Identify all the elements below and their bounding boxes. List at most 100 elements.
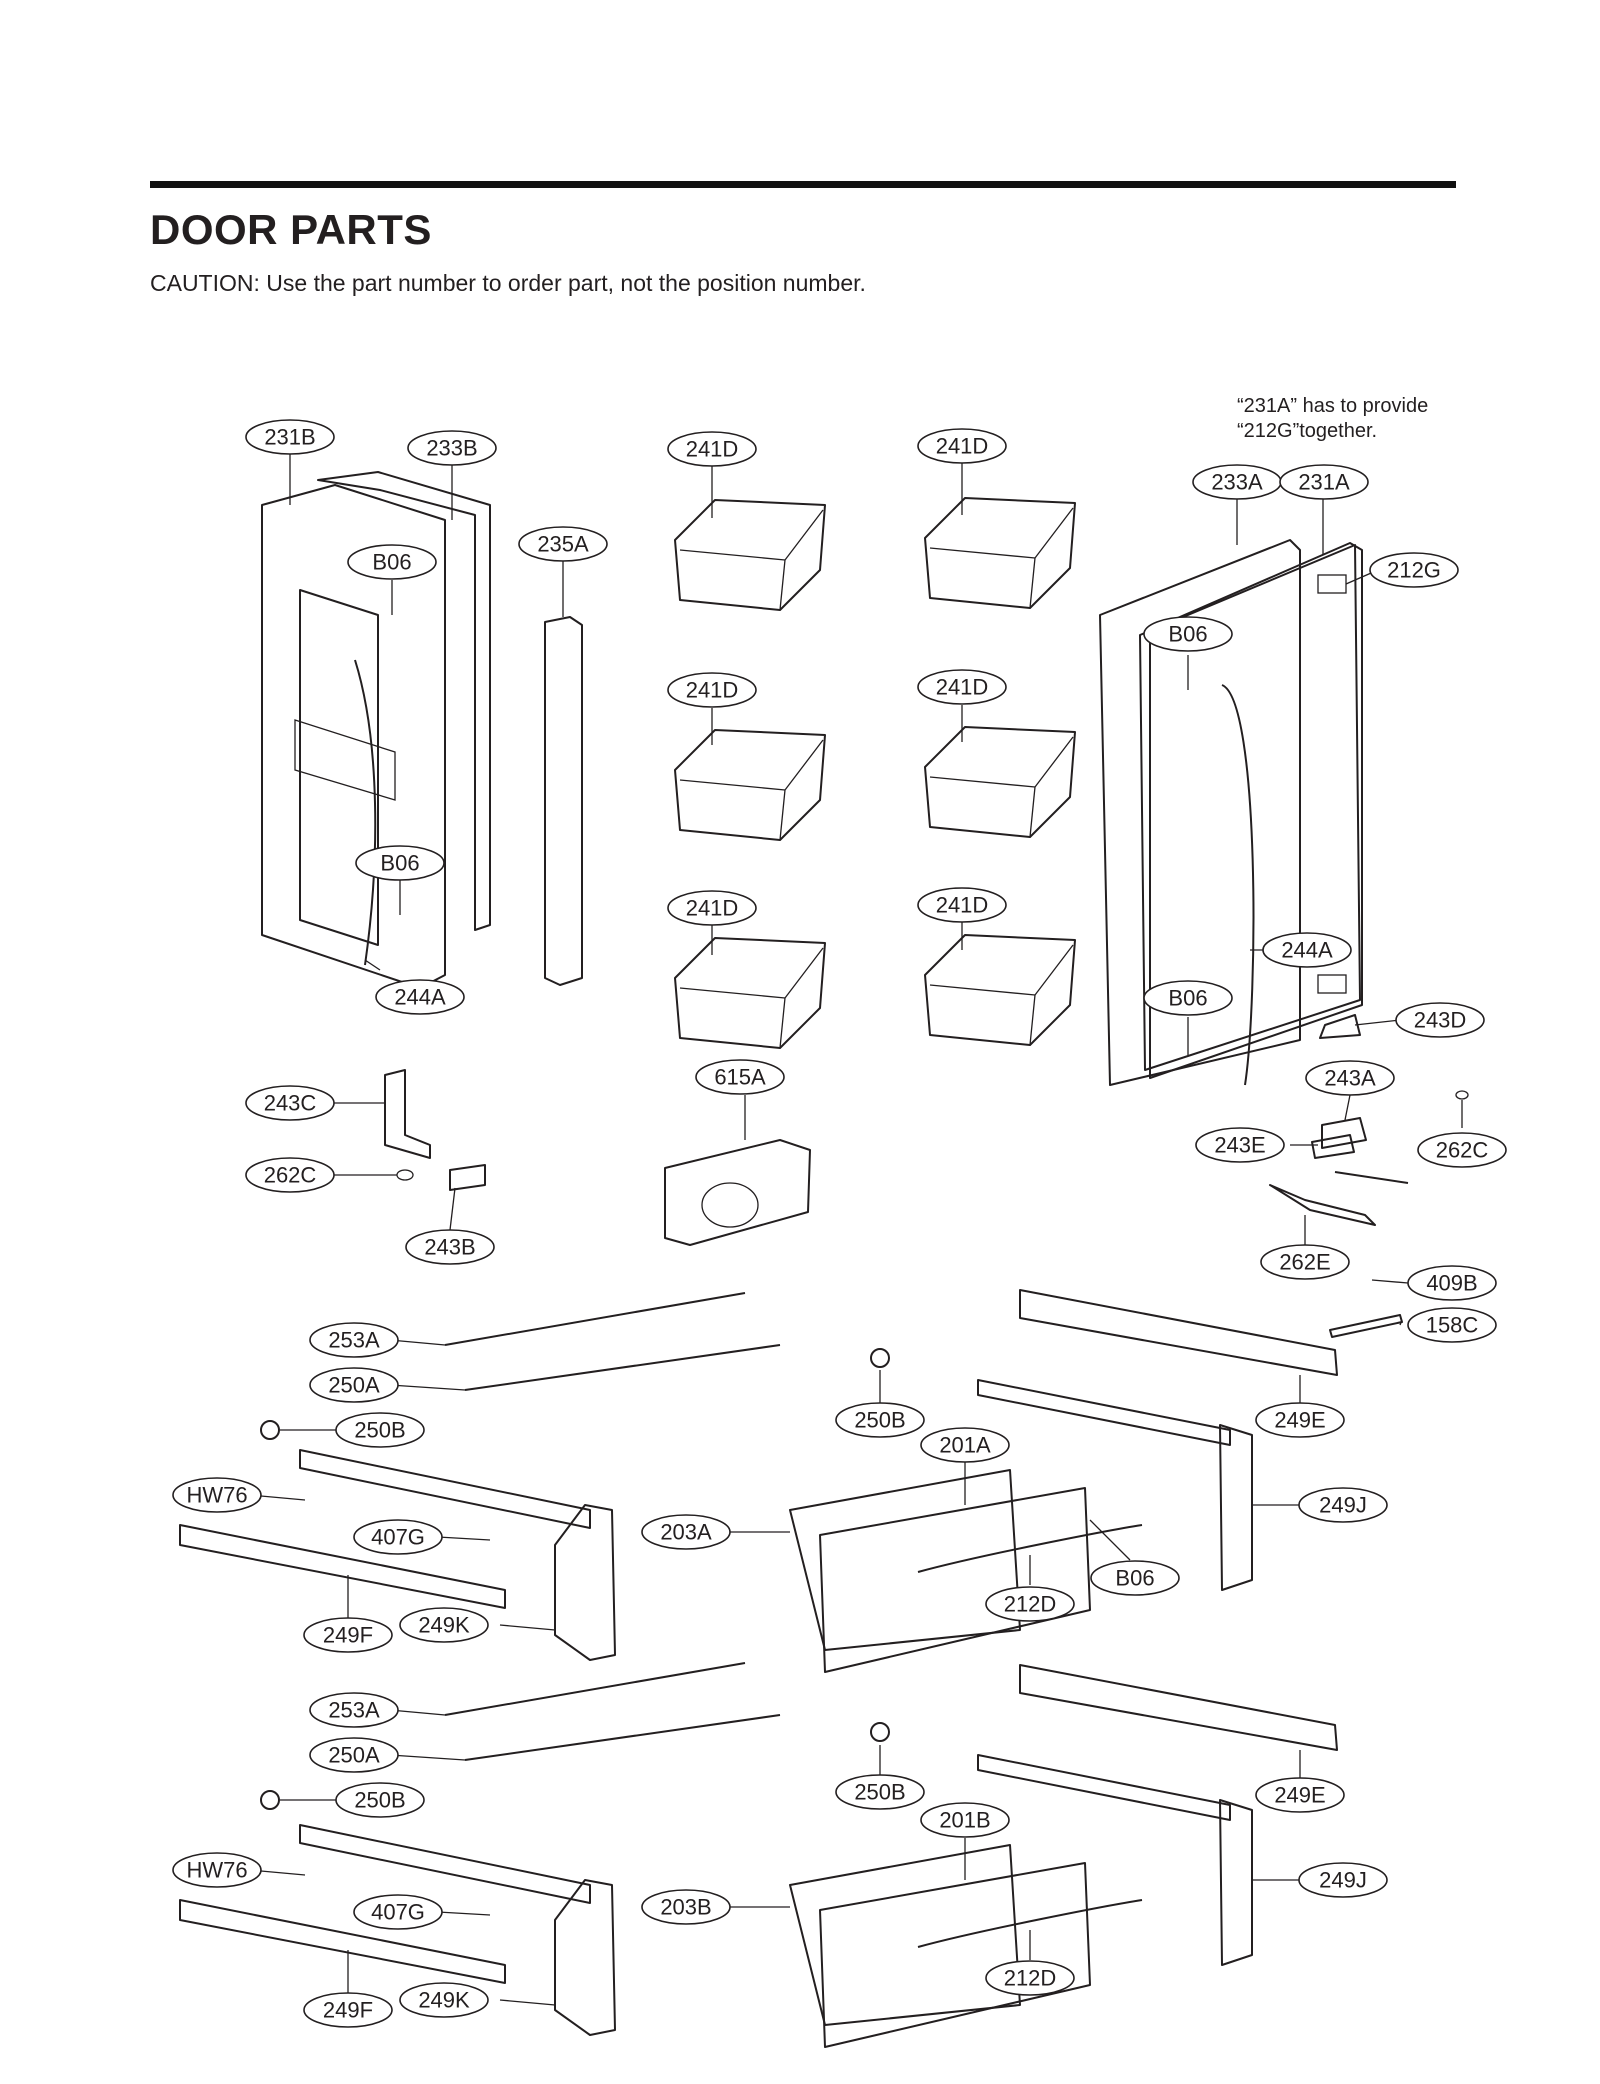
- callout-212D-upper: 212D: [985, 1586, 1075, 1622]
- callout-label: 241D: [936, 675, 989, 700]
- callout-label: 244A: [394, 985, 446, 1010]
- callout-label: 241D: [936, 434, 989, 459]
- callout-label: 235A: [537, 532, 589, 557]
- callout-262C-right: 262C: [1417, 1132, 1507, 1168]
- callout-label: B06: [1168, 622, 1207, 647]
- callout-253A-upper: 253A: [309, 1322, 399, 1358]
- callout-label: 253A: [328, 1328, 380, 1353]
- callout-235A: 235A: [518, 526, 608, 562]
- callout-243E: 243E: [1195, 1127, 1285, 1163]
- callout-label: 250A: [328, 1373, 380, 1398]
- callout-249K-lower: 249K: [399, 1982, 489, 2018]
- drawer-upper-assembly: [179, 1289, 1338, 1673]
- callout-250B-lower-center: 250B: [835, 1774, 925, 1810]
- callout-158C: 158C: [1407, 1307, 1497, 1343]
- left-fridge-door: [261, 471, 583, 989]
- callout-243D: 243D: [1395, 1002, 1485, 1038]
- callouts: 231B 233B B06 235A B06 244A 241D 241D 24…: [172, 419, 1507, 2028]
- callout-label: 250B: [354, 1788, 405, 1813]
- callout-label: 615A: [714, 1065, 766, 1090]
- callout-label: 249E: [1274, 1783, 1325, 1808]
- callout-label: 249F: [323, 1623, 373, 1648]
- callout-label: 241D: [936, 893, 989, 918]
- callout-label: 201A: [939, 1433, 991, 1458]
- callout-HW76-upper: HW76: [172, 1477, 262, 1513]
- callout-241D-6: 241D: [917, 887, 1007, 923]
- callout-label: 243A: [1324, 1066, 1376, 1091]
- callout-label: 409B: [1426, 1271, 1477, 1296]
- callout-label: 231B: [264, 425, 315, 450]
- callout-231B-upper-left: 231B: [245, 419, 335, 455]
- callout-243A: 243A: [1305, 1060, 1395, 1096]
- callout-label: 243D: [1414, 1008, 1467, 1033]
- right-fridge-door: [1099, 539, 1363, 1086]
- callout-label: 262E: [1279, 1250, 1330, 1275]
- callout-243C: 243C: [245, 1085, 335, 1121]
- callout-244A-right: 244A: [1262, 932, 1352, 968]
- note-line-2: “212G”together.: [1237, 420, 1378, 442]
- callout-241D-3: 241D: [667, 672, 757, 708]
- callout-B06-left-upper: B06: [347, 544, 437, 580]
- callout-212G: 212G: [1369, 552, 1459, 588]
- callout-250A-lower: 250A: [309, 1737, 399, 1773]
- callout-250B-lower-left: 250B: [335, 1782, 425, 1818]
- callout-231A: 231A: [1279, 464, 1369, 500]
- callout-label: 201B: [939, 1808, 990, 1833]
- callout-201A: 201A: [920, 1427, 1010, 1463]
- callout-249E-lower: 249E: [1255, 1777, 1345, 1813]
- callout-label: HW76: [186, 1858, 247, 1883]
- callout-249J-upper: 249J: [1298, 1487, 1388, 1523]
- callout-label: B06: [1115, 1566, 1154, 1591]
- callout-label: 407G: [371, 1900, 425, 1925]
- callout-label: 241D: [686, 437, 739, 462]
- callout-233B: 233B: [407, 430, 497, 466]
- callout-243B: 243B: [405, 1229, 495, 1265]
- callout-249K-upper: 249K: [399, 1607, 489, 1643]
- callout-250B-upper-center: 250B: [835, 1402, 925, 1438]
- callout-label: 212D: [1004, 1592, 1057, 1617]
- note-line-1: “231A” has to provide: [1237, 395, 1429, 417]
- callout-label: 231A: [1298, 470, 1350, 495]
- callout-label: 262C: [1436, 1138, 1489, 1163]
- callout-label: 249K: [418, 1613, 470, 1638]
- callout-label: 243C: [264, 1091, 317, 1116]
- callout-241D-4: 241D: [917, 669, 1007, 705]
- callout-241D-1: 241D: [667, 431, 757, 467]
- callout-203B: 203B: [641, 1889, 731, 1925]
- water-filter-housing: [664, 1125, 811, 1246]
- callout-label: 250B: [854, 1408, 905, 1433]
- callout-label: 212D: [1004, 1966, 1057, 1991]
- callout-label: B06: [1168, 986, 1207, 1011]
- callout-B06-right-upper: B06: [1143, 616, 1233, 652]
- callout-B06-left-lower: B06: [355, 845, 445, 881]
- callout-label: 250B: [854, 1780, 905, 1805]
- callout-label: B06: [380, 851, 419, 876]
- callout-262E: 262E: [1260, 1244, 1350, 1280]
- callout-label: 249K: [418, 1988, 470, 2013]
- callout-203A: 203A: [641, 1514, 731, 1550]
- drawer-lower-assembly: [179, 1662, 1338, 2048]
- callout-label: 212G: [1387, 558, 1441, 583]
- hinge-hardware: [384, 1014, 1469, 1338]
- callout-212D-lower: 212D: [985, 1960, 1075, 1996]
- callout-label: 262C: [264, 1163, 317, 1188]
- callout-label: 249J: [1319, 1493, 1367, 1518]
- callout-241D-5: 241D: [667, 890, 757, 926]
- callout-409B: 409B: [1407, 1265, 1497, 1301]
- callout-249E-upper: 249E: [1255, 1402, 1345, 1438]
- callout-615A: 615A: [695, 1059, 785, 1095]
- callout-label: 241D: [686, 678, 739, 703]
- callout-label: 250A: [328, 1743, 380, 1768]
- callout-B06-drawer: B06: [1090, 1560, 1180, 1596]
- callout-233A: 233A: [1192, 464, 1282, 500]
- callout-label: 249J: [1319, 1868, 1367, 1893]
- callout-label: 249E: [1274, 1408, 1325, 1433]
- callout-label: 244A: [1281, 938, 1333, 963]
- callout-label: 233B: [426, 436, 477, 461]
- callout-label: 243B: [424, 1235, 475, 1260]
- callout-label: HW76: [186, 1483, 247, 1508]
- callout-label: 233A: [1211, 470, 1263, 495]
- callout-label: 203B: [660, 1895, 711, 1920]
- door-bins: [674, 497, 1076, 1049]
